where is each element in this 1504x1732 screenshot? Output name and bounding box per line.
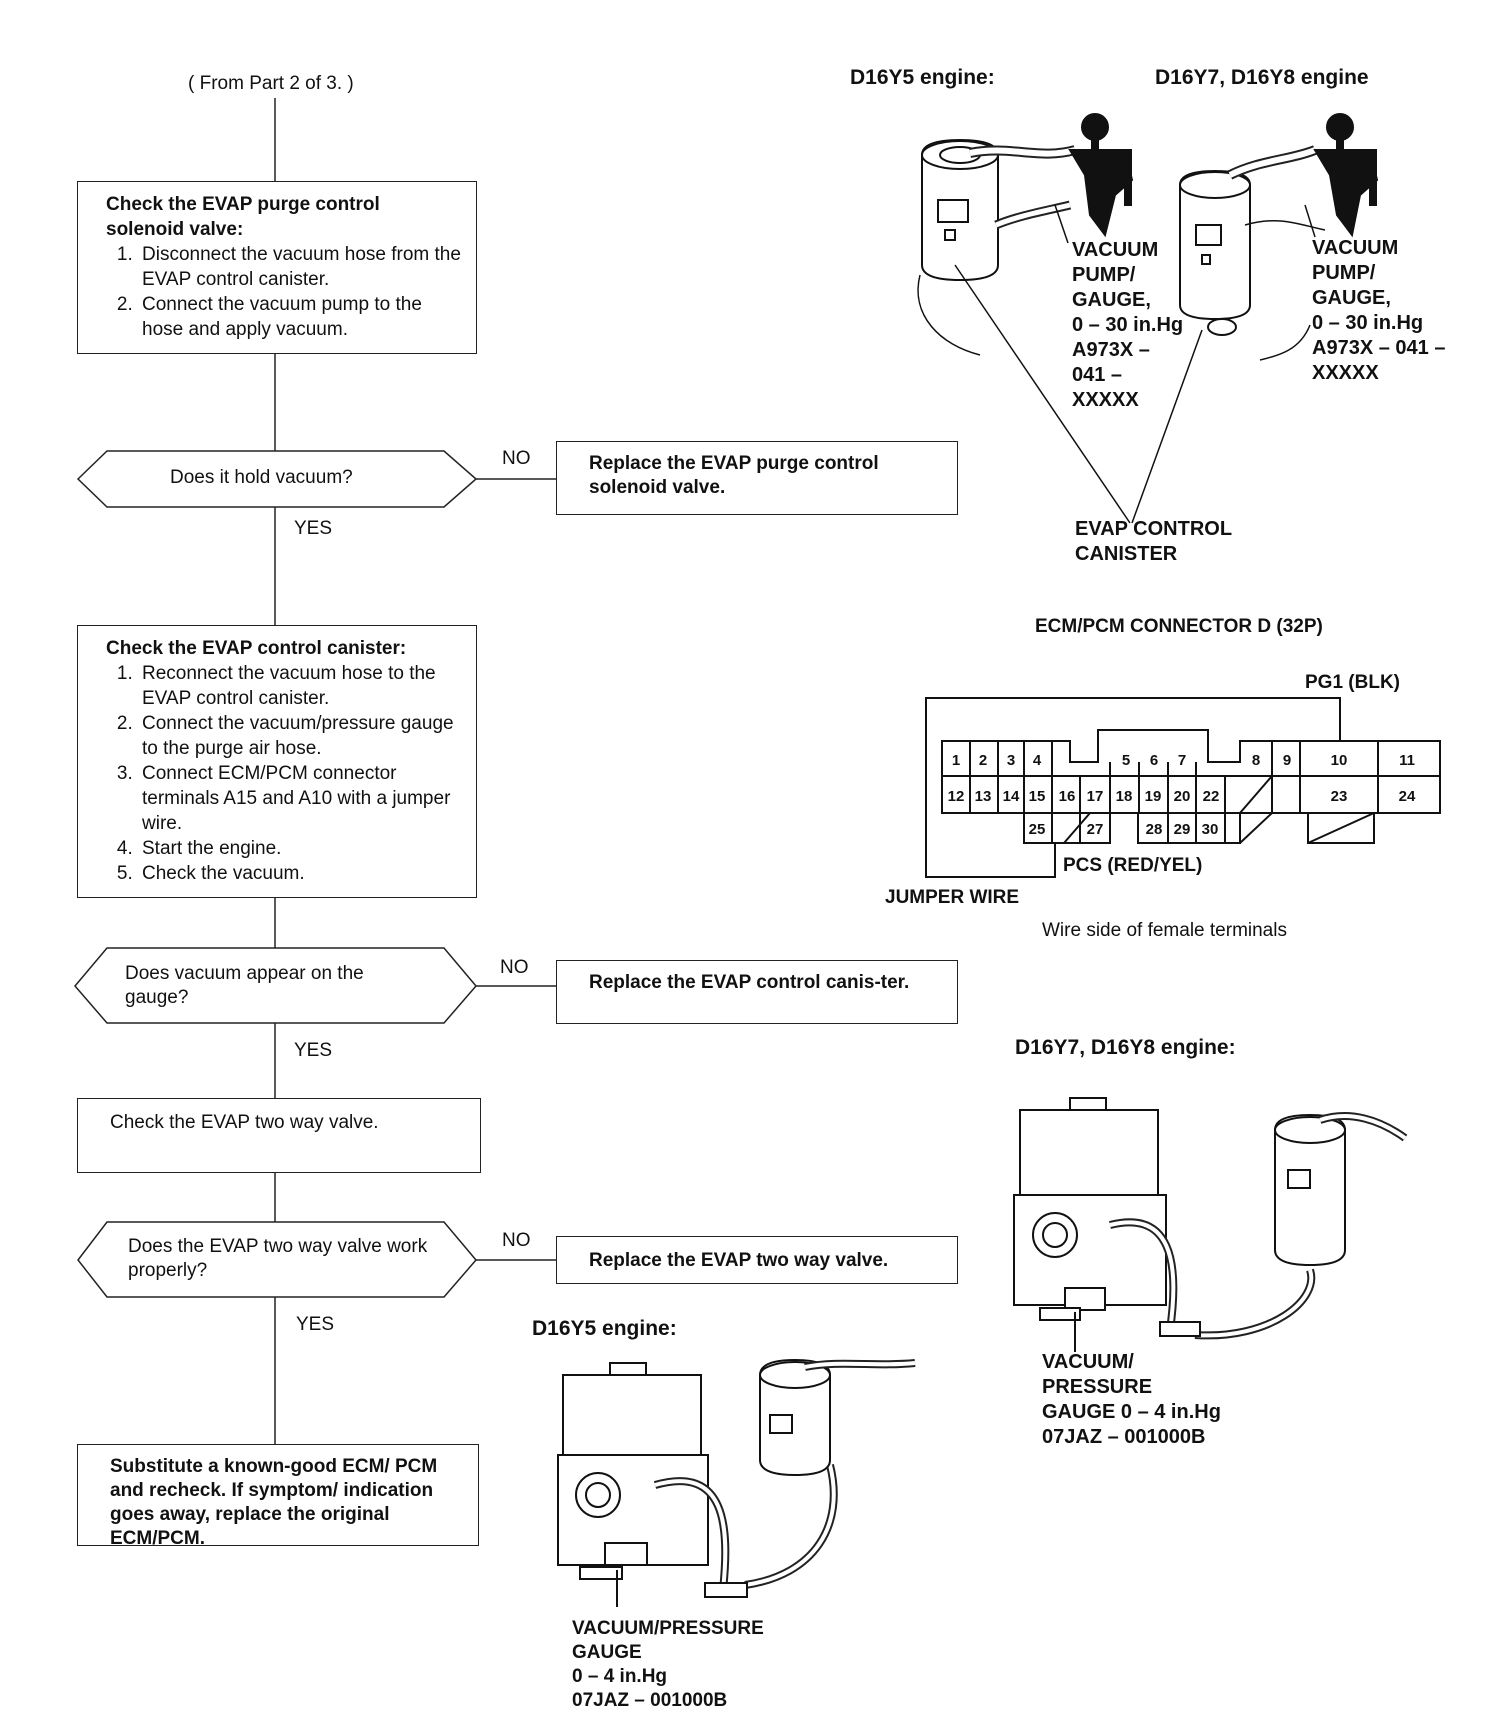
yes-label: YES xyxy=(294,1040,333,1061)
list-item: Connect the vacuum/pressure gauge to the… xyxy=(138,711,462,761)
terminal-number: 28 xyxy=(1146,821,1163,838)
result-replace-two-way-valve: Replace the EVAP two way valve. xyxy=(556,1236,958,1284)
terminal-number: 16 xyxy=(1059,788,1076,805)
yes-label: YES xyxy=(294,518,333,539)
terminal-number: 17 xyxy=(1087,788,1104,805)
terminal-number: 23 xyxy=(1331,788,1348,805)
terminal-number: 12 xyxy=(948,788,965,805)
terminal-number: 29 xyxy=(1174,821,1191,838)
terminal-number: 14 xyxy=(1003,788,1020,805)
terminal-number: 24 xyxy=(1399,788,1416,805)
terminal-number: 3 xyxy=(1007,752,1015,769)
terminal-number: 15 xyxy=(1029,788,1046,805)
terminal-number: 13 xyxy=(975,788,992,805)
decision-vacuum-on-gauge: Does vacuum appear on the gauge? xyxy=(125,963,364,1008)
terminal-number: 2 xyxy=(979,752,987,769)
step-check-purge-solenoid: Check the EVAP purge control solenoid va… xyxy=(77,181,477,354)
gauge-illustration-right xyxy=(1013,1097,1408,1352)
flowchart-lines xyxy=(74,98,556,1444)
terminal-number: 6 xyxy=(1150,752,1158,769)
terminal-number: 27 xyxy=(1087,821,1104,838)
list-item: Disconnect the vacuum hose from the EVAP… xyxy=(138,242,462,292)
from-part-label: ( From Part 2 of 3. ) xyxy=(188,73,354,94)
list-item: Start the engine. xyxy=(138,836,462,861)
decision-two-way-valve: Does the EVAP two way valve work properl… xyxy=(128,1236,428,1281)
terminal-number: 8 xyxy=(1252,752,1260,769)
terminal-number: 9 xyxy=(1283,752,1291,769)
terminal-number: 10 xyxy=(1331,752,1348,769)
connector-title: ECM/PCM CONNECTOR D (32P) xyxy=(1035,616,1323,637)
terminal-number: 22 xyxy=(1203,788,1220,805)
step-title: Check the EVAP purge control solenoid va… xyxy=(106,194,380,240)
terminal-number: 18 xyxy=(1116,788,1133,805)
pump-label-right: VACUUM PUMP/ GAUGE, 0 – 30 in.Hg A973X –… xyxy=(1312,237,1446,384)
terminal-number: 20 xyxy=(1174,788,1191,805)
pump-label-left: VACUUM PUMP/ GAUGE, 0 – 30 in.Hg A973X –… xyxy=(1072,239,1184,411)
gauge-illustration-bottom xyxy=(557,1358,916,1607)
result-replace-canister: Replace the EVAP control canis-ter. xyxy=(556,960,958,1024)
list-item: Connect the vacuum pump to the hose and … xyxy=(138,292,462,342)
step-check-canister: Check the EVAP control canister: Reconne… xyxy=(77,625,477,898)
terminal-number: 4 xyxy=(1033,752,1042,769)
connector-cell-lines xyxy=(969,741,1379,843)
heading-d16y5-bottom: D16Y5 engine: xyxy=(532,1317,677,1340)
list-item: Connect ECM/PCM connector terminals A15 … xyxy=(138,761,462,836)
list-item: Reconnect the vacuum hose to the EVAP co… xyxy=(138,661,462,711)
decision-hold-vacuum: Does it hold vacuum? xyxy=(170,467,353,488)
gauge-label-right: VACUUM/ PRESSURE GAUGE 0 – 4 in.Hg 07JAZ… xyxy=(1042,1351,1221,1448)
list-item: Check the vacuum. xyxy=(138,861,462,886)
heading-d16y7-top: D16Y7, D16Y8 engine xyxy=(1155,66,1369,89)
connector-caption: Wire side of female terminals xyxy=(1042,920,1287,941)
jumper-wire-label: JUMPER WIRE xyxy=(885,887,1020,908)
no-label: NO xyxy=(500,957,529,978)
yes-label: YES xyxy=(296,1314,335,1335)
no-label: NO xyxy=(502,448,531,469)
step-title: Check the EVAP control canister: xyxy=(106,638,407,659)
step-check-two-way-valve: Check the EVAP two way valve. xyxy=(77,1098,481,1173)
pcs-label: PCS (RED/YEL) xyxy=(1063,855,1203,876)
terminal-number: 5 xyxy=(1122,752,1130,769)
heading-d16y7-mid: D16Y7, D16Y8 engine: xyxy=(1015,1036,1236,1059)
terminal-number: 19 xyxy=(1145,788,1162,805)
pg1-label: PG1 (BLK) xyxy=(1305,672,1400,693)
terminal-number: 11 xyxy=(1399,752,1415,769)
canister-label: EVAP CONTROL CANISTER xyxy=(1075,518,1233,565)
canister-pump-illustration xyxy=(917,113,1379,524)
terminal-number: 7 xyxy=(1178,752,1186,769)
terminal-number: 25 xyxy=(1029,821,1046,838)
terminal-number: 1 xyxy=(952,752,960,769)
gauge-label-bottom: VACUUM/PRESSURE GAUGE 0 – 4 in.Hg 07JAZ … xyxy=(572,1618,764,1711)
step-substitute-ecm: Substitute a known-good ECM/ PCM and rec… xyxy=(77,1444,479,1549)
no-label: NO xyxy=(502,1230,531,1251)
terminal-number: 30 xyxy=(1202,821,1219,838)
result-replace-solenoid: Replace the EVAP purge control solenoid … xyxy=(556,441,958,515)
heading-d16y5-top: D16Y5 engine: xyxy=(850,66,995,89)
